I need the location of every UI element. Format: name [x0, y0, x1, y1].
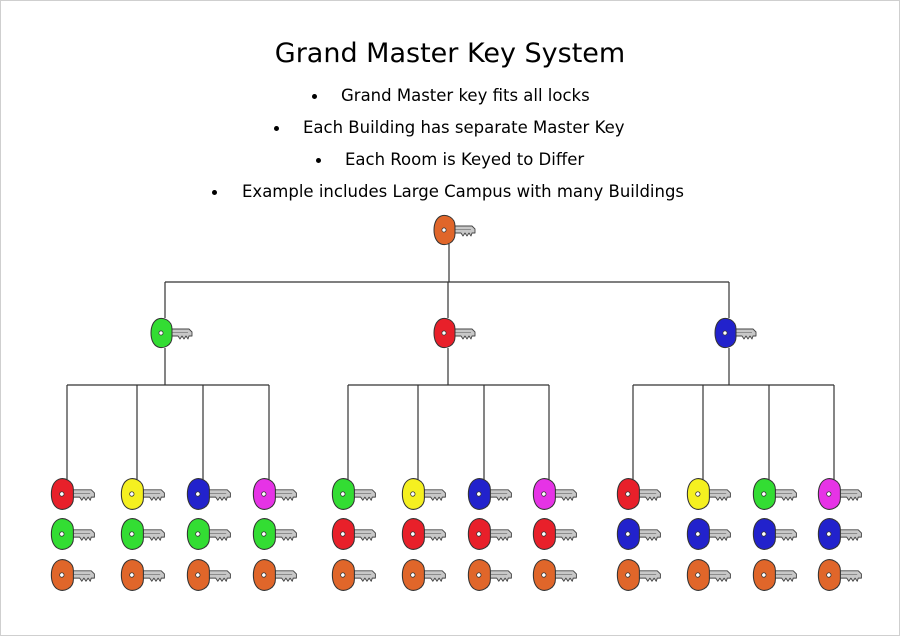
room-key-icon	[817, 518, 862, 550]
room-key-icon	[817, 478, 862, 510]
room-key-icon	[120, 559, 165, 591]
room-key-icon	[532, 478, 577, 510]
room-key-icon	[616, 518, 661, 550]
room-key-icon	[186, 478, 231, 510]
bullet-dot	[212, 190, 217, 195]
room-key-icon	[752, 518, 797, 550]
room-key-icon	[186, 518, 231, 550]
room-key-icon	[616, 559, 661, 591]
bullet-text: Grand Master key fits all locks	[341, 86, 590, 105]
grand-master-key-icon	[433, 214, 476, 246]
room-key-icon	[817, 559, 862, 591]
building-master-key-icon	[150, 317, 193, 349]
room-key-icon	[752, 559, 797, 591]
room-key-icon	[401, 559, 446, 591]
room-key-icon	[467, 559, 512, 591]
room-key-icon	[120, 518, 165, 550]
room-key-icon	[686, 559, 731, 591]
room-key-icon	[252, 518, 297, 550]
room-key-icon	[120, 478, 165, 510]
bullet-text: Each Building has separate Master Key	[303, 118, 625, 137]
room-key-icon	[401, 518, 446, 550]
room-key-icon	[252, 559, 297, 591]
room-key-icon	[616, 478, 661, 510]
room-key-icon	[532, 559, 577, 591]
room-key-icon	[686, 478, 731, 510]
room-key-icon	[331, 518, 376, 550]
room-key-icon	[752, 478, 797, 510]
room-key-icon	[467, 518, 512, 550]
room-key-icon	[50, 478, 95, 510]
room-key-icon	[186, 559, 231, 591]
building-master-key-icon	[714, 317, 757, 349]
room-key-icon	[467, 478, 512, 510]
bullet-dot	[316, 158, 321, 163]
room-key-icon	[50, 559, 95, 591]
building-master-key-icon	[433, 317, 476, 349]
room-key-icon	[331, 559, 376, 591]
room-key-icon	[331, 478, 376, 510]
room-key-icon	[686, 518, 731, 550]
page-title: Grand Master Key System	[274, 38, 626, 69]
bullet-dot	[312, 94, 317, 99]
room-key-icon	[252, 478, 297, 510]
room-key-icon	[50, 518, 95, 550]
bullet-dot	[274, 126, 279, 131]
room-key-icon	[401, 478, 446, 510]
bullet-text: Example includes Large Campus with many …	[242, 182, 685, 201]
bullet-text: Each Room is Keyed to Differ	[345, 150, 585, 169]
room-key-icon	[532, 518, 577, 550]
